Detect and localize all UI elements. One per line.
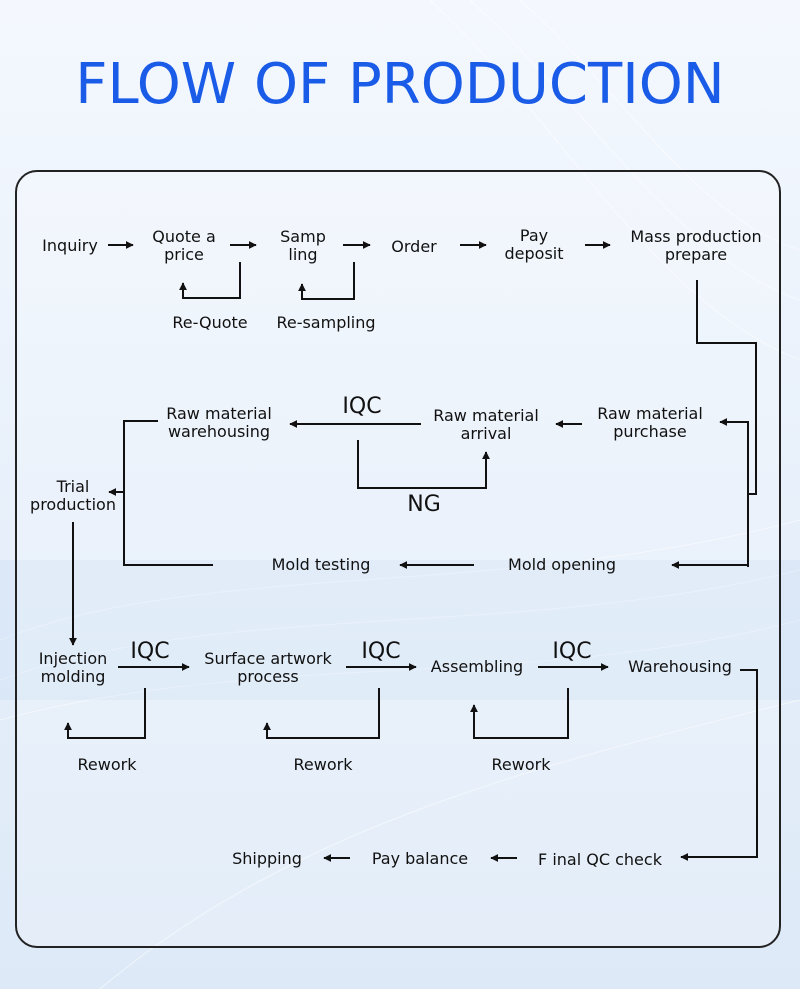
node-pay-balance: Pay balance [371, 849, 469, 868]
label-requote: Re-Quote [172, 313, 248, 332]
label-rework-2: Rework [293, 755, 353, 774]
label-rework-1: Rework [77, 755, 137, 774]
node-deposit: Pay deposit [504, 226, 564, 263]
loop-ng [357, 440, 490, 489]
label-resampling: Re-sampling [276, 313, 376, 332]
node-final-qc: F inal QC check [538, 850, 662, 869]
loop-requote [179, 262, 241, 299]
connector-to-purchase [719, 418, 749, 567]
connector-mass-down [696, 280, 757, 495]
node-injection-molding: Injection molding [38, 649, 108, 686]
label-rework-3: Rework [491, 755, 551, 774]
loop-rework-3 [470, 688, 569, 739]
node-mass-production: Mass production prepare [630, 227, 762, 264]
node-raw-arrival: Raw material arrival [433, 406, 539, 443]
node-raw-purchase: Raw material purchase [597, 404, 703, 441]
node-surface-artwork: Surface artwork process [204, 649, 332, 686]
connector-warehousing-trial [108, 420, 158, 496]
connector-testing-left [123, 492, 213, 566]
page-title: FLOW OF PRODUCTION [75, 52, 725, 117]
node-raw-warehousing: Raw material warehousing [166, 404, 272, 441]
node-inquiry: Inquiry [42, 236, 98, 255]
loop-resampling [298, 262, 355, 300]
label-iqc-injection: IQC [130, 639, 170, 664]
node-quote: Quote a price [152, 227, 216, 264]
label-ng: NG [407, 492, 441, 517]
node-shipping: Shipping [232, 849, 302, 868]
loop-rework-1 [64, 688, 146, 739]
node-mold-testing: Mold testing [271, 555, 371, 574]
node-trial-production: Trial production [30, 477, 116, 514]
label-iqc-raw: IQC [342, 394, 382, 419]
node-mold-opening: Mold opening [508, 555, 616, 574]
node-warehousing: Warehousing [628, 657, 732, 676]
node-order: Order [391, 237, 437, 256]
connector-warehousing-final [680, 669, 758, 861]
flow-panel [15, 170, 781, 948]
node-sampling: Samp ling [280, 227, 326, 264]
label-iqc-surface: IQC [361, 639, 401, 664]
node-assembling: Assembling [430, 657, 524, 676]
label-iqc-assembling: IQC [552, 639, 592, 664]
loop-rework-2 [263, 688, 380, 739]
